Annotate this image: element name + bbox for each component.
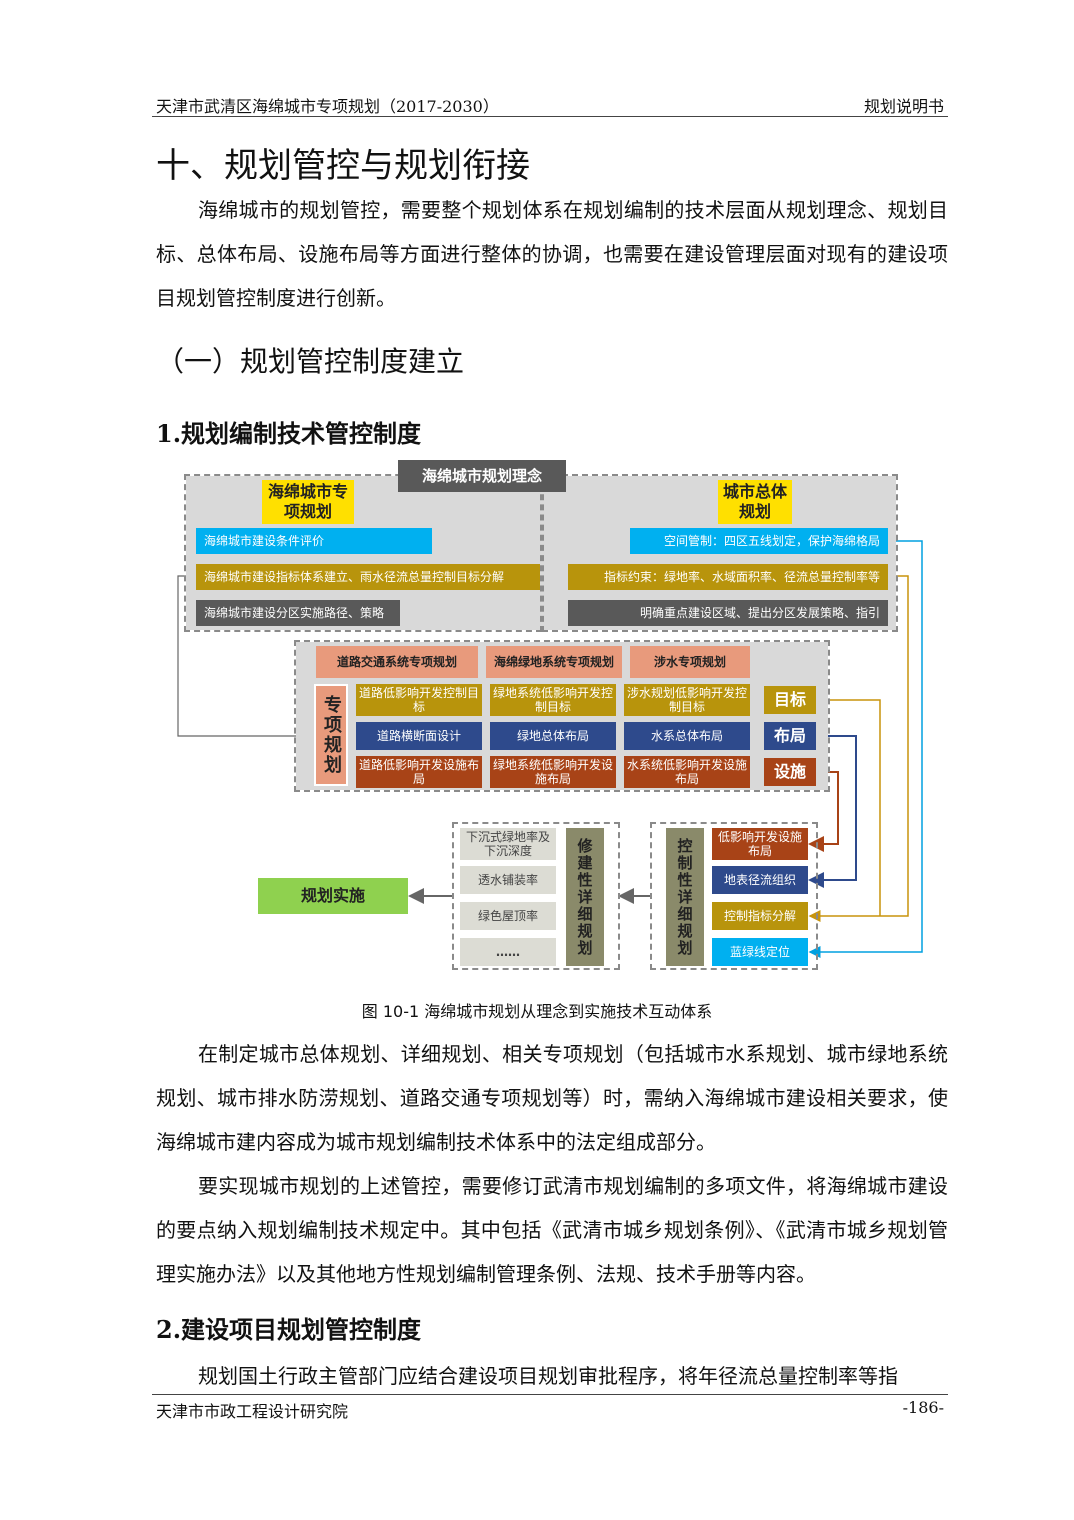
tag-facility: 设施 (764, 758, 816, 786)
control-plan-label: 控制性详细规划 (666, 828, 704, 966)
paragraph-4: 规划国土行政主管部门应结合建设项目规划审批程序，将年径流总量控制率等指 (198, 1364, 898, 1388)
right-row-3: 明确重点建设区域、提出分区发展策略、指引 (568, 600, 888, 626)
cell-water-facility: 水系统低影响开发设施布局 (624, 756, 750, 788)
header-rule (152, 116, 948, 117)
header-doc-type: 规划说明书 (863, 97, 944, 116)
left-row-2: 海绵城市建设指标体系建立、雨水径流总量控制目标分解 (196, 564, 540, 590)
special-header-green: 海绵绿地系统专项规划 (486, 646, 622, 678)
cell-water-layout: 水系总体布局 (624, 722, 750, 750)
special-plan-label: 专项规划 (314, 684, 348, 786)
tag-layout: 布局 (764, 722, 816, 750)
section-heading: （一）规划管控制度建立 (156, 345, 465, 378)
concept-title-box: 海绵城市规划理念 (398, 460, 566, 492)
master-plan-title: 城市总体规划 (718, 480, 792, 524)
intro-paragraph: 海绵城市的规划管控，需要整个规划体系在规划编制的技术层面从规划理念、规划目标、总… (156, 198, 948, 310)
control-plan-group (650, 822, 818, 970)
master-plan-group (542, 474, 898, 632)
left-row-3: 海绵城市建设分区实施路径、策略 (196, 600, 400, 626)
header-title: 天津市武清区海绵城市专项规划（2017-2030） (156, 97, 499, 116)
control-item-3: 控制指标分解 (712, 902, 808, 930)
cell-road-layout: 道路横断面设计 (356, 722, 482, 750)
footer-org: 天津市市政工程设计研究院 (156, 1402, 349, 1421)
control-item-2: 地表径流组织 (712, 866, 808, 894)
cell-road-facility: 道路低影响开发设施布局 (356, 756, 482, 788)
cell-water-target: 涉水规划低影响开发控制目标 (624, 684, 750, 716)
left-row-1: 海绵城市建设条件评价 (196, 528, 432, 554)
subsection-heading-2: 2.建设项目规划管控制度 (156, 1315, 422, 1344)
control-item-1: 低影响开发设施布局 (712, 828, 808, 860)
implementation-box: 规划实施 (258, 878, 408, 914)
tag-target: 目标 (764, 686, 816, 714)
special-plan-group (184, 474, 542, 632)
special-plan-title: 海绵城市专项规划 (262, 480, 354, 524)
cell-green-target: 绿地系统低影响开发控制目标 (490, 684, 616, 716)
special-panel-border (294, 640, 830, 792)
planning-system-diagram: 海绵城市规划理念 海绵城市专项规划 城市总体规划 海绵城市建设条件评价 海绵城市… (177, 460, 923, 970)
page-number: -186- (902, 1398, 944, 1417)
footer-rule (152, 1394, 948, 1395)
constructive-item-2: 透水铺装率 (460, 866, 556, 894)
subsection-heading-1: 1.规划编制技术管控制度 (156, 419, 422, 448)
chapter-heading: 十、规划管控与规划衔接 (156, 146, 530, 186)
cell-road-target: 道路低影响开发控制目标 (356, 684, 482, 716)
constructive-item-1: 下沉式绿地率及下沉深度 (460, 828, 556, 860)
paragraph-3: 要实现城市规划的上述管控，需要修订武清市规划编制的多项文件，将海绵城市建设的要点… (156, 1174, 948, 1286)
constructive-item-4: …… (460, 938, 556, 966)
right-row-1: 空间管制：四区五线划定，保护海绵格局 (630, 528, 888, 554)
constructive-item-3: 绿色屋顶率 (460, 902, 556, 930)
special-header-water: 涉水专项规划 (630, 646, 750, 678)
cell-green-facility: 绿地系统低影响开发设施布局 (490, 756, 616, 788)
figure-caption: 图 10-1 海绵城市规划从理念到实施技术互动体系 (361, 1002, 713, 1021)
control-item-4: 蓝绿线定位 (712, 938, 808, 966)
paragraph-2: 在制定城市总体规划、详细规划、相关专项规划（包括城市水系规划、城市绿地系统规划、… (156, 1042, 948, 1154)
special-header-road: 道路交通系统专项规划 (316, 646, 478, 678)
cell-green-layout: 绿地总体布局 (490, 722, 616, 750)
constructive-plan-group (452, 822, 620, 970)
constructive-plan-label: 修建性详细规划 (566, 828, 604, 966)
right-row-2: 指标约束：绿地率、水域面积率、径流总量控制率等 (568, 564, 888, 590)
